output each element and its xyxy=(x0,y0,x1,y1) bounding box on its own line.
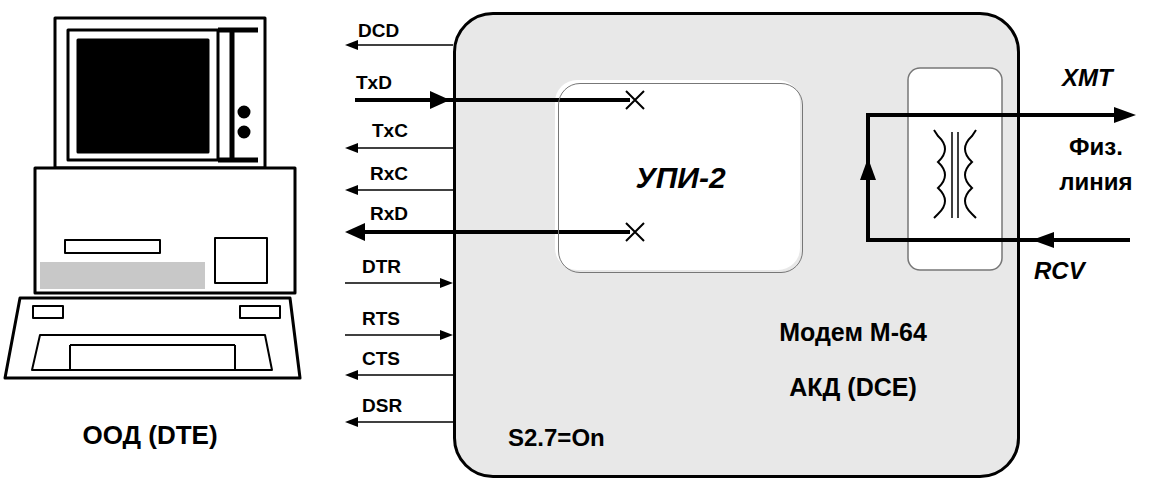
arrowhead xyxy=(345,417,358,427)
modem-box: Модем М-64 АКД (DCE) УПИ-2 xyxy=(453,12,1020,478)
line-label: XMT xyxy=(1062,64,1113,93)
arrowhead xyxy=(345,223,365,241)
arrowhead xyxy=(440,330,453,340)
signal-line xyxy=(355,421,453,423)
signal-line xyxy=(355,44,453,46)
data-line xyxy=(355,98,630,102)
signal-name: CTS xyxy=(362,348,400,371)
signal-name: RxC xyxy=(370,163,408,186)
break-mark xyxy=(626,91,644,109)
line-label: RCV xyxy=(1034,257,1085,286)
node-text: Модем М-64 АКД (DCE) xyxy=(753,305,953,415)
arrowhead xyxy=(345,185,358,195)
signal-line xyxy=(345,282,443,284)
signal-line xyxy=(355,374,453,376)
signal-wires xyxy=(345,40,644,427)
arrowhead xyxy=(430,91,450,109)
computer-illustration xyxy=(5,18,300,378)
arrowhead xyxy=(345,370,358,380)
computer-node: ООД (DTE) xyxy=(0,0,300,481)
signal-name: TxC xyxy=(372,120,408,143)
arrowhead xyxy=(1114,107,1136,123)
break-mark xyxy=(626,223,644,241)
node-text: ООД (DTE) xyxy=(0,420,300,451)
signal-name: DCD xyxy=(358,20,399,43)
interface-box: УПИ-2 xyxy=(558,83,803,273)
arrowhead xyxy=(860,158,876,180)
signal-line xyxy=(345,334,443,336)
arrowhead xyxy=(345,143,358,153)
signal-line xyxy=(355,189,453,191)
box-fill xyxy=(555,80,800,270)
signal-line xyxy=(355,147,453,149)
signal-name: RxD xyxy=(370,203,408,226)
arrowhead xyxy=(1032,232,1054,248)
arrowhead xyxy=(345,40,358,50)
signal-name: DSR xyxy=(362,395,402,418)
node-text: УПИ-2 xyxy=(635,160,725,196)
arrowhead xyxy=(440,278,453,288)
data-line xyxy=(362,230,630,234)
signal-name: DTR xyxy=(362,256,401,279)
signal-name: TxD xyxy=(356,72,392,95)
box-fill xyxy=(453,12,1020,478)
switch-setting: S2.7=On xyxy=(508,424,605,453)
signal-name: RTS xyxy=(362,308,400,331)
line-label: Физ. линия xyxy=(1040,130,1152,200)
